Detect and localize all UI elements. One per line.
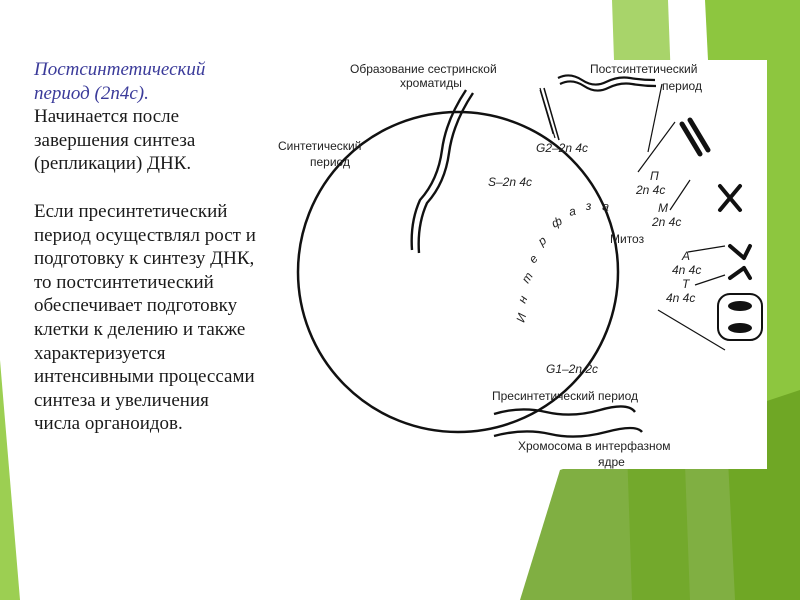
pointer-p [637, 121, 676, 173]
interphase-letter: р [534, 233, 549, 249]
pointer-m [669, 179, 691, 211]
paragraph-description: Если пресинтетический период осуществлял… [34, 200, 256, 435]
label-post-2: период [662, 79, 702, 93]
slide-heading: Постсинтетический период (2n4c). [34, 59, 206, 104]
interphase-letter: И [513, 311, 529, 324]
label-t: Т [682, 277, 691, 291]
interphase-label: И н т е р ф а з а [513, 199, 610, 324]
label-post-1: Постсинтетический [590, 62, 697, 76]
paragraph-start: Начинается после завершения синтеза (реп… [34, 106, 196, 175]
label-g1-phase: G1–2n 2c [546, 362, 598, 376]
interphase-letter: н [515, 293, 531, 305]
interphase-letter: а [567, 204, 577, 219]
cell-cycle-circle [296, 110, 620, 434]
label-mitosis: Митоз [610, 232, 645, 246]
label-p-formula: 2n 4c [635, 183, 665, 197]
pointer-post [647, 83, 663, 153]
interphase-letter: а [602, 199, 610, 214]
label-a-formula: 4n 4c [672, 263, 701, 277]
label-synth-1: Синтетический [278, 139, 361, 153]
interphase-letter: з [584, 199, 592, 213]
cell-telophase-icon [717, 293, 763, 341]
label-g2-phase: G2–2n 4c [536, 141, 588, 155]
interphase-letter: е [526, 251, 541, 266]
label-chromosome-2: ядре [598, 455, 625, 469]
pointer-t [694, 274, 726, 286]
cell-cycle-figure: Образование сестринской хроматиды Постси… [270, 60, 767, 469]
interphase-letter: ф [549, 214, 564, 231]
label-a: А [681, 249, 690, 263]
label-p: П [650, 169, 659, 183]
label-sister-1: Образование сестринской [350, 62, 497, 76]
interphase-chromosome [493, 426, 643, 438]
green-stripe-left [0, 360, 20, 600]
interphase-letter: т [519, 270, 536, 286]
slide-text: Постсинтетический период (2n4c). Начинае… [34, 58, 256, 436]
sector-line-g2 [543, 87, 560, 141]
synthetic-chromatin [410, 89, 467, 251]
label-m-formula: 2n 4c [651, 215, 681, 229]
pointer-a [687, 245, 726, 253]
label-t-formula: 4n 4c [666, 291, 695, 305]
label-m: М [658, 201, 668, 215]
chromosome-prophase-icon [679, 117, 711, 157]
sector-line-s [539, 89, 554, 135]
label-presynthetic: Пресинтетический период [492, 389, 638, 403]
label-chromosome-1: Хромосома в интерфазном [518, 439, 671, 453]
pointer-sister [539, 87, 556, 139]
label-sister-2: хроматиды [400, 76, 462, 90]
chromosome-metaphase-icon [718, 184, 742, 212]
pointer-mitosis-end [657, 309, 726, 351]
label-s-phase: S–2n 4c [488, 175, 532, 189]
label-synth-2: период [310, 155, 350, 169]
chromosome-anaphase-icon [728, 244, 752, 280]
presynthetic-chromatin [493, 405, 636, 416]
post-synthetic-chromatid [557, 74, 656, 86]
